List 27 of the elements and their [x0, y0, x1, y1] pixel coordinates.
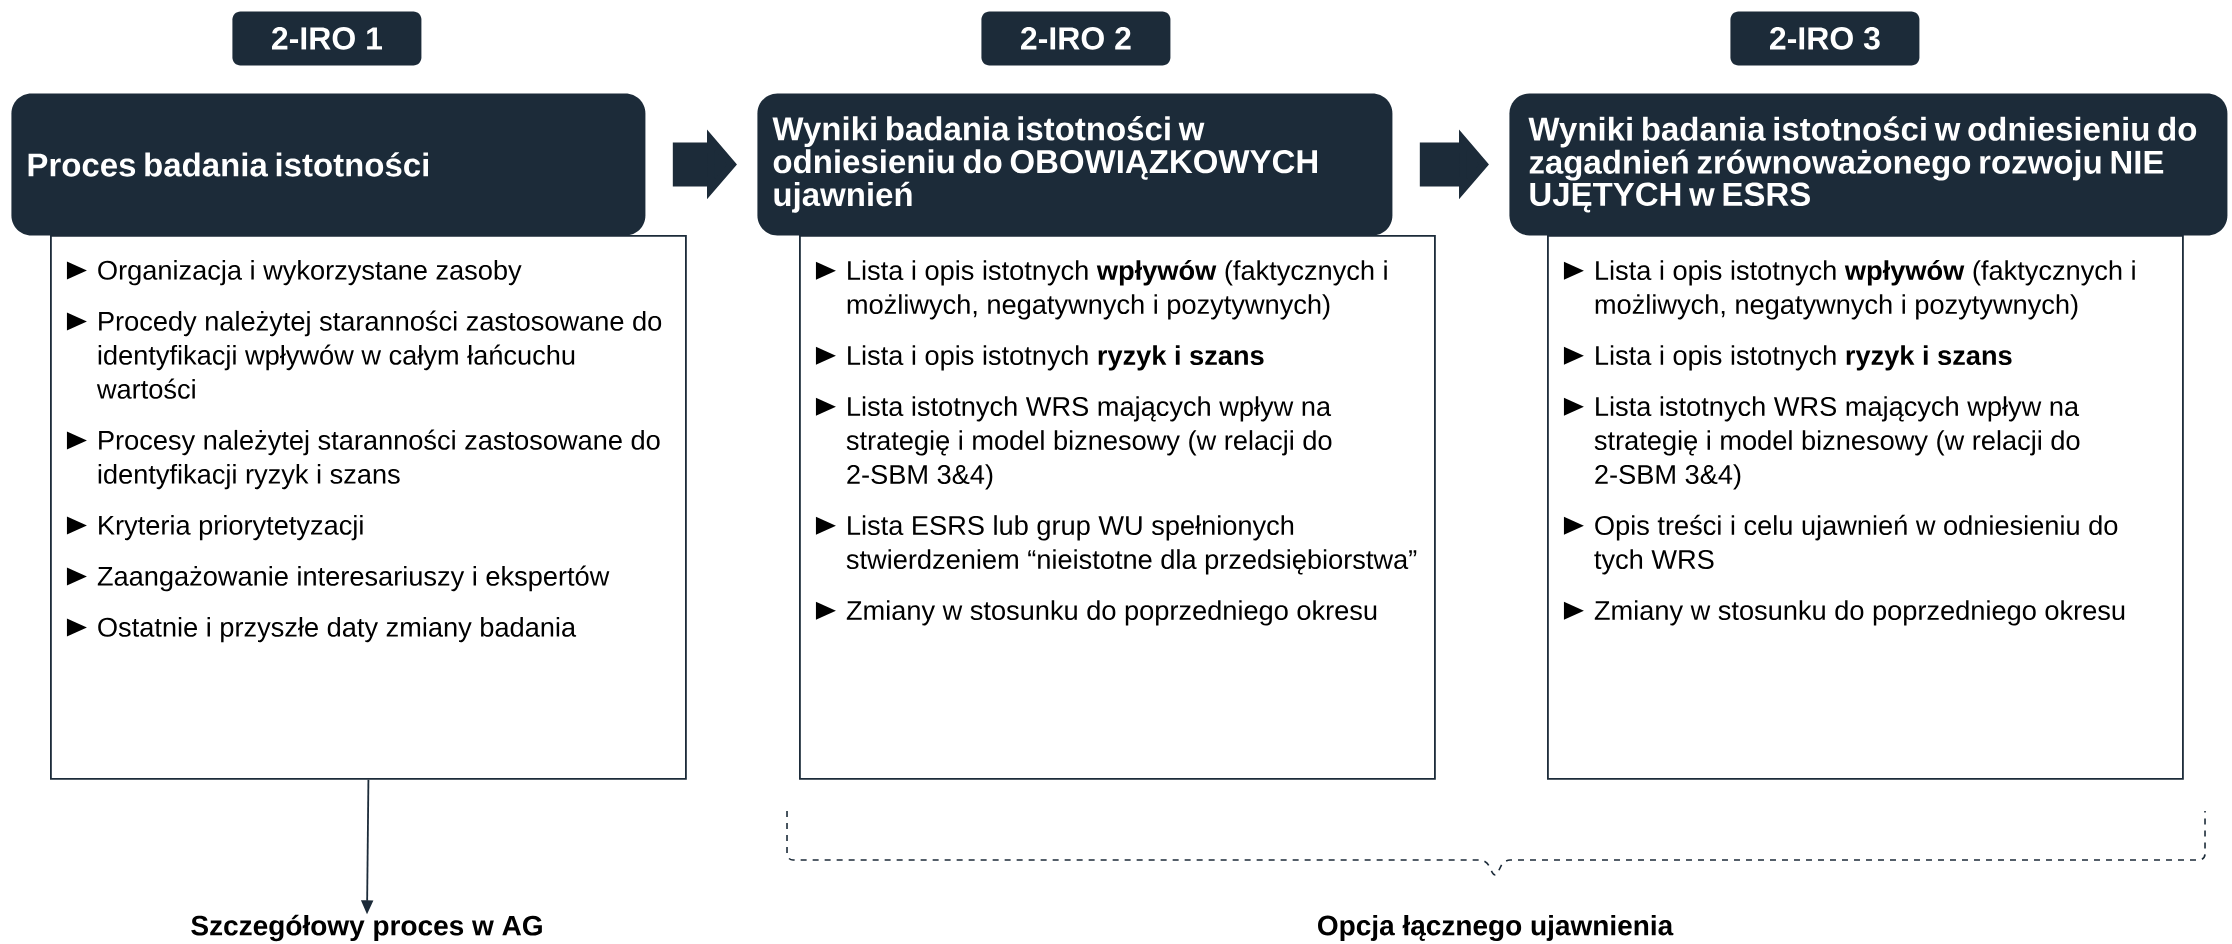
- section-tag: 2-IRO 2: [981, 11, 1171, 66]
- list-item: Procedy należytej staranności zastosowane do identyfikacji wpływów w całym łańcuchu wartości: [96, 310, 662, 399]
- list-item: Lista istotnych WRS mających wpływ na strategię i model biznesowy (w relacji do 2-SBM 3&4): [1594, 396, 2080, 490]
- list-item: Kryteria priorytetyzacji: [99, 514, 363, 541]
- list-item: Lista i opis istotnych ryzyk i szans: [1596, 345, 2012, 371]
- list-item: Zaangażowanie interesariuszy i ekspertów: [97, 565, 610, 592]
- list-item: Lista i opis istotnych wpływów (faktycznych i możliwych, negatywnych i pozytywnych): [847, 259, 1387, 320]
- list-box: [50, 235, 687, 780]
- header-box: Wyniki badania istotności w odniesieniu do OBOWIĄZKOWYCH ujawnień: [757, 93, 1393, 236]
- caption-text: Opcja łącznego ujawnienia: [1318, 914, 1674, 942]
- header-box: Proces badania istotności: [11, 93, 646, 236]
- list-item: Zmiany w stosunku do poprzedniego okresu: [846, 600, 1377, 626]
- list-item: Zmiany w stosunku do poprzedniego okresu: [1594, 600, 2125, 626]
- list-item: Opis treści i celu ujawnień w odniesieniu do tych WRS: [1594, 514, 2118, 575]
- section-tag: 2-IRO 3: [1730, 11, 1920, 66]
- section-tag: 2-IRO 1: [232, 11, 422, 66]
- list-item: Procesy należytej staranności zastosowane do identyfikacji ryzyk i szans: [98, 429, 660, 490]
- list-item: Ostatnie i przyszłe daty zmiany badania: [98, 616, 577, 643]
- caption-text: Szczegółowy proces w AG: [191, 914, 542, 942]
- list-item: Lista ESRS lub grup WU spełnionych stwierdzeniem “nieistotne dla przedsiębiorstwa”: [846, 515, 1417, 575]
- list-item: Lista istotnych WRS mających wpływ na strategię i model biznesowy (w relacji do 2-SBM 3&4): [846, 396, 1332, 490]
- list-item: Organizacja i wykorzystane zasoby: [98, 259, 522, 286]
- list-item: Lista i opis istotnych ryzyk i szans: [848, 345, 1264, 371]
- header-box: Wyniki badania istotności w odniesieniu do zagadnień zrównoważonego rozwoju NIE UJĘTYCH w ESRS: [1509, 93, 2228, 236]
- list-box: [1547, 235, 2184, 780]
- list-item: Lista i opis istotnych wpływów (faktycznych i możliwych, negatywnych i pozytywnych): [1595, 259, 2135, 320]
- list-box: [799, 235, 1436, 780]
